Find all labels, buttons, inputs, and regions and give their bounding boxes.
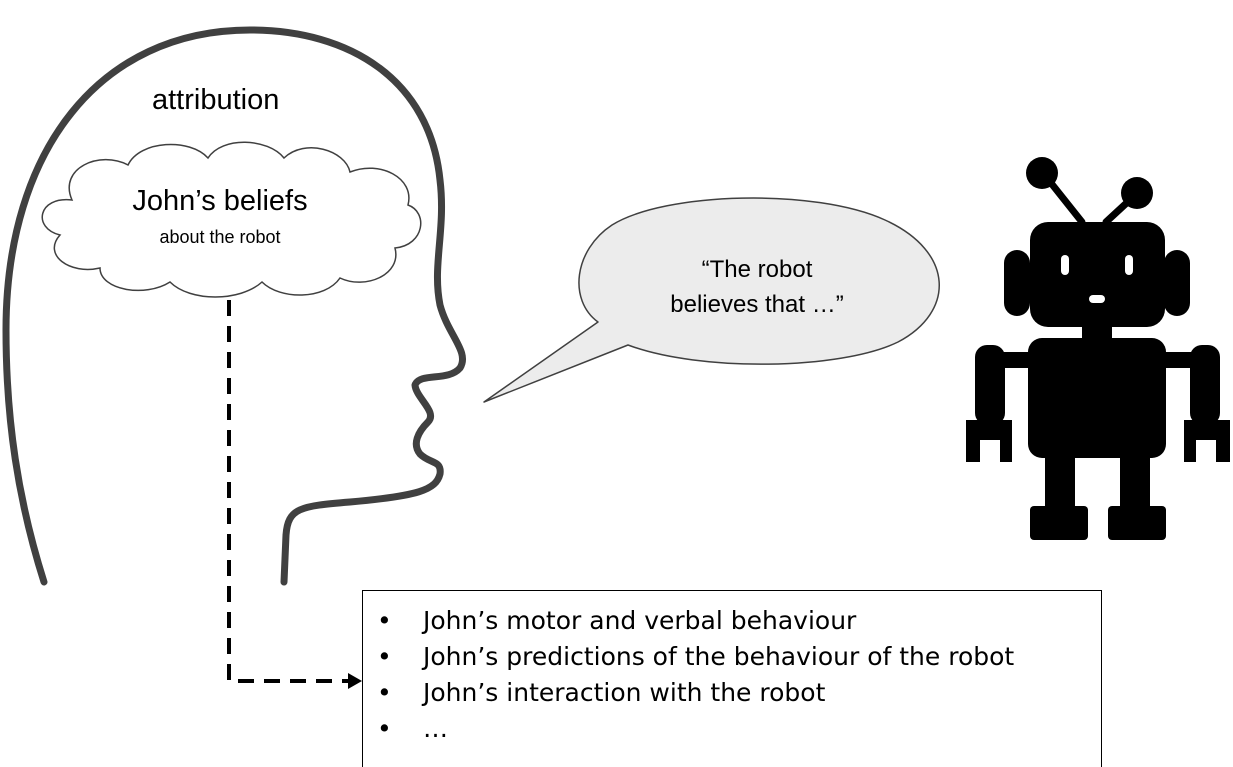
dashed-arrow-head: [348, 673, 362, 689]
head-silhouette: [2, 26, 466, 586]
beliefs-title: John’s beliefs: [132, 185, 308, 217]
beliefs-subtitle: about the robot: [159, 227, 281, 247]
list-item: John’s predictions of the behaviour of t…: [377, 639, 1101, 675]
robot-icon: [966, 157, 1230, 540]
dashed-arrow-line: [227, 300, 352, 683]
effects-list: John’s motor and verbal behaviour John’s…: [363, 591, 1101, 747]
attribution-label: attribution: [152, 84, 280, 116]
speech-line-2: believes that …”: [670, 291, 844, 318]
speech-bubble-shape: [483, 197, 940, 403]
list-item: John’s interaction with the robot: [377, 675, 1101, 711]
effects-box: John’s motor and verbal behaviour John’s…: [362, 590, 1102, 767]
speech-bubble-text: “The robot believes that …”: [612, 252, 902, 322]
belief-cloud-text: John’s beliefs about the robot: [80, 185, 360, 255]
speech-line-1: “The robot: [701, 256, 813, 283]
list-item: John’s motor and verbal behaviour: [377, 603, 1101, 639]
list-item: …: [377, 711, 1101, 747]
belief-cloud: [41, 141, 422, 298]
